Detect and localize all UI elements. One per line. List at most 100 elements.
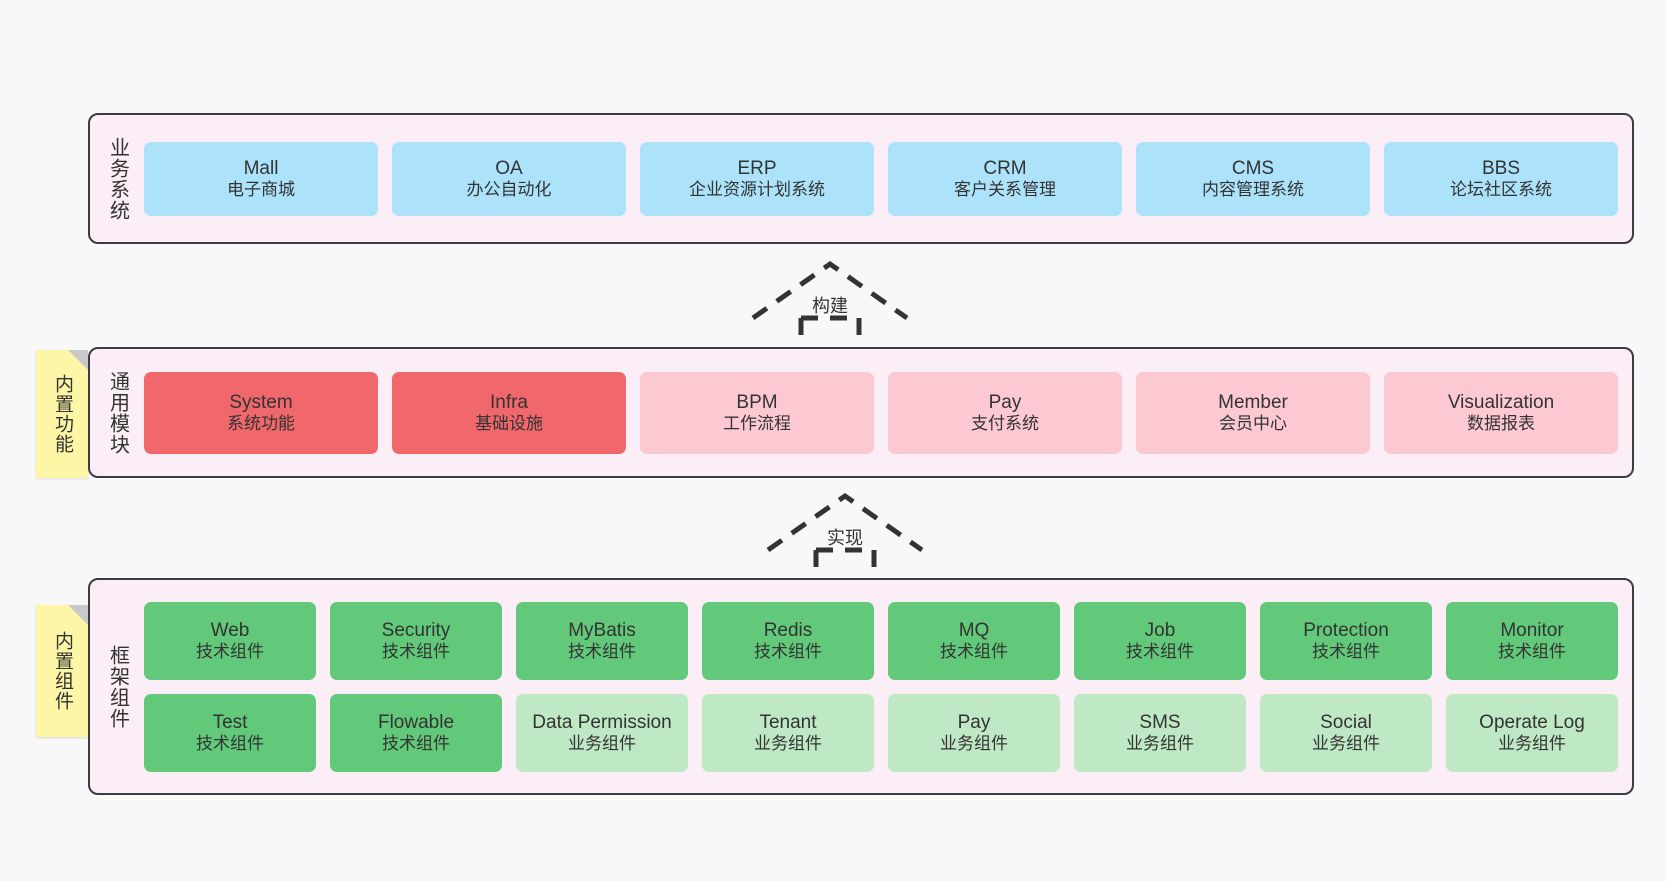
node-title: SMS xyxy=(1139,711,1181,733)
node-mq[interactable]: MQ 技术组件 xyxy=(888,601,1060,680)
node-tenant[interactable]: Tenant 业务组件 xyxy=(702,693,874,772)
node-subtitle: 技术组件 xyxy=(196,641,264,661)
layer-business-systems: 业务系统 Mall 电子商城 OA 办公自动化 ERP 企业资源计划系统 CRM… xyxy=(88,113,1634,244)
layer-body-common-modules: System 系统功能 Infra 基础设施 BPM 工作流程 Pay 支付系统… xyxy=(144,349,1632,476)
row-technical-components: Web 技术组件 Security 技术组件 MyBatis 技术组件 Redi… xyxy=(144,601,1618,680)
node-subtitle: 技术组件 xyxy=(196,733,264,753)
node-subtitle: 业务组件 xyxy=(1312,733,1380,753)
node-monitor[interactable]: Monitor 技术组件 xyxy=(1446,601,1618,680)
arrow-build-icon xyxy=(751,260,909,348)
node-flowable[interactable]: Flowable 技术组件 xyxy=(330,693,502,772)
node-subtitle: 客户关系管理 xyxy=(954,179,1056,199)
node-data-permission[interactable]: Data Permission 业务组件 xyxy=(516,693,688,772)
node-title: Security xyxy=(381,619,451,641)
layer-framework-components: 框架组件 Web 技术组件 Security 技术组件 MyBatis 技术组件… xyxy=(88,578,1634,795)
sticky-note-builtin-features: 内置功能 xyxy=(36,350,88,478)
layer-title-business-systems: 业务系统 xyxy=(106,136,129,221)
node-oa[interactable]: OA 办公自动化 xyxy=(392,141,626,216)
node-security[interactable]: Security 技术组件 xyxy=(330,601,502,680)
sticky-note-label: 内置功能 xyxy=(52,374,73,454)
layer-title-framework-components: 框架组件 xyxy=(106,644,129,729)
node-sms[interactable]: SMS 业务组件 xyxy=(1074,693,1246,772)
node-title: Pay xyxy=(957,711,991,733)
node-cms[interactable]: CMS 内容管理系统 xyxy=(1136,141,1370,216)
node-title: CRM xyxy=(983,157,1027,179)
sticky-fold-icon xyxy=(68,350,88,370)
node-title: Web xyxy=(210,619,250,641)
sticky-fold-icon xyxy=(68,605,88,625)
node-subtitle: 企业资源计划系统 xyxy=(689,179,825,199)
node-title: Protection xyxy=(1303,619,1389,641)
node-title: Member xyxy=(1218,391,1288,413)
node-crm[interactable]: CRM 客户关系管理 xyxy=(888,141,1122,216)
node-subtitle: 技术组件 xyxy=(754,641,822,661)
node-title: BBS xyxy=(1481,157,1521,179)
node-title: CMS xyxy=(1231,157,1275,179)
node-subtitle: 技术组件 xyxy=(1126,641,1194,661)
node-subtitle: 支付系统 xyxy=(971,413,1039,433)
node-subtitle: 技术组件 xyxy=(382,733,450,753)
node-title: Infra xyxy=(489,391,529,413)
node-title: Mall xyxy=(243,157,279,179)
node-title: MQ xyxy=(958,619,990,641)
node-title: Visualization xyxy=(1447,391,1555,413)
node-bbs[interactable]: BBS 论坛社区系统 xyxy=(1384,141,1618,216)
node-title: Pay xyxy=(988,391,1022,413)
sticky-note-label: 内置组件 xyxy=(52,631,73,711)
node-title: MyBatis xyxy=(568,619,636,641)
node-title: Redis xyxy=(763,619,813,641)
node-bpm[interactable]: BPM 工作流程 xyxy=(640,371,874,454)
arrow-build: 构建 xyxy=(745,258,915,348)
node-subtitle: 技术组件 xyxy=(1498,641,1566,661)
node-job[interactable]: Job 技术组件 xyxy=(1074,601,1246,680)
layer-common-modules: 通用模块 System 系统功能 Infra 基础设施 BPM 工作流程 Pay… xyxy=(88,347,1634,478)
node-subtitle: 数据报表 xyxy=(1467,413,1535,433)
node-title: Job xyxy=(1144,619,1176,641)
node-title: Monitor xyxy=(1500,619,1564,641)
node-title: Data Permission xyxy=(532,711,672,733)
node-member[interactable]: Member 会员中心 xyxy=(1136,371,1370,454)
node-subtitle: 业务组件 xyxy=(1498,733,1566,753)
node-subtitle: 系统功能 xyxy=(227,413,295,433)
node-subtitle: 电子商城 xyxy=(227,179,295,199)
node-subtitle: 内容管理系统 xyxy=(1202,179,1304,199)
node-subtitle: 技术组件 xyxy=(568,641,636,661)
node-system[interactable]: System 系统功能 xyxy=(144,371,378,454)
node-operate-log[interactable]: Operate Log 业务组件 xyxy=(1446,693,1618,772)
arrow-implement: 实现 xyxy=(760,490,930,580)
row-common-modules: System 系统功能 Infra 基础设施 BPM 工作流程 Pay 支付系统… xyxy=(144,371,1618,454)
node-subtitle: 业务组件 xyxy=(940,733,1008,753)
layer-title-common-modules: 通用模块 xyxy=(106,370,129,455)
node-subtitle: 业务组件 xyxy=(754,733,822,753)
node-pay-module[interactable]: Pay 支付系统 xyxy=(888,371,1122,454)
node-subtitle: 工作流程 xyxy=(723,413,791,433)
node-pay-component[interactable]: Pay 业务组件 xyxy=(888,693,1060,772)
node-subtitle: 技术组件 xyxy=(1312,641,1380,661)
node-social[interactable]: Social 业务组件 xyxy=(1260,693,1432,772)
node-mybatis[interactable]: MyBatis 技术组件 xyxy=(516,601,688,680)
arrow-implement-icon xyxy=(766,492,924,580)
node-title: Social xyxy=(1320,711,1372,733)
node-visualization[interactable]: Visualization 数据报表 xyxy=(1384,371,1618,454)
node-protection[interactable]: Protection 技术组件 xyxy=(1260,601,1432,680)
node-title: Tenant xyxy=(759,711,817,733)
node-infra[interactable]: Infra 基础设施 xyxy=(392,371,626,454)
node-subtitle: 基础设施 xyxy=(475,413,543,433)
arrow-implement-label: 实现 xyxy=(827,528,863,548)
node-erp[interactable]: ERP 企业资源计划系统 xyxy=(640,141,874,216)
node-subtitle: 业务组件 xyxy=(568,733,636,753)
node-redis[interactable]: Redis 技术组件 xyxy=(702,601,874,680)
arrow-build-label: 构建 xyxy=(812,296,848,316)
node-test[interactable]: Test 技术组件 xyxy=(144,693,316,772)
node-subtitle: 办公自动化 xyxy=(466,179,552,199)
node-title: Operate Log xyxy=(1479,711,1585,733)
node-mall[interactable]: Mall 电子商城 xyxy=(144,141,378,216)
node-title: Flowable xyxy=(377,711,455,733)
node-subtitle: 业务组件 xyxy=(1126,733,1194,753)
node-title: Test xyxy=(212,711,248,733)
node-web[interactable]: Web 技术组件 xyxy=(144,601,316,680)
node-title: ERP xyxy=(737,157,777,179)
node-title: System xyxy=(229,391,293,413)
node-title: BPM xyxy=(736,391,778,413)
